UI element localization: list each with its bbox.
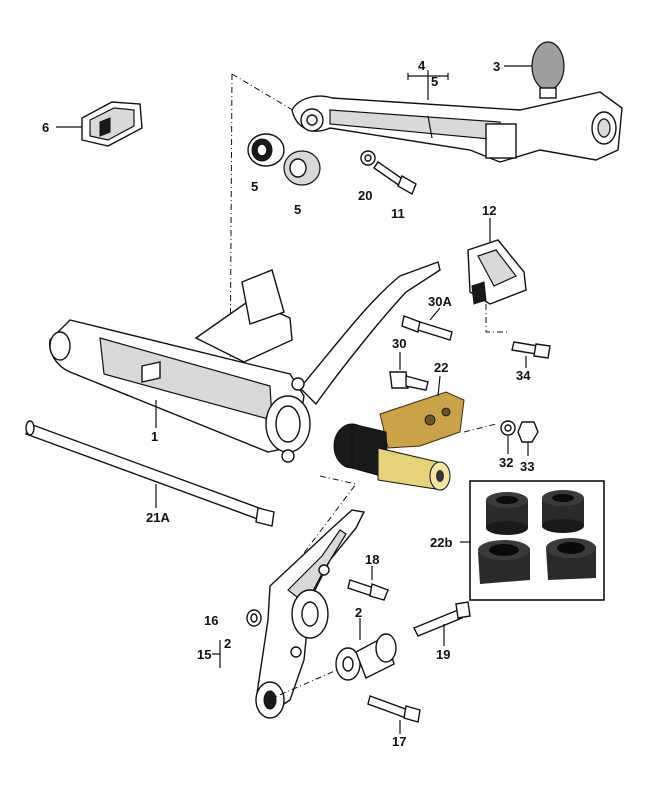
label-4: 4	[418, 58, 426, 73]
label-20: 20	[358, 188, 372, 203]
part-19-bolt	[413, 601, 471, 646]
part-4-upper-arm	[291, 91, 623, 163]
label-16: 16	[204, 613, 218, 628]
label-3: 3	[493, 59, 500, 74]
label-6: 6	[42, 120, 49, 135]
part-33-nut	[517, 421, 539, 456]
label-12: 12	[482, 203, 496, 218]
part-30a-bolt	[401, 307, 453, 341]
label-11: 11	[391, 206, 405, 221]
part-3-cap	[504, 41, 565, 99]
inset-bushing-4	[546, 538, 596, 580]
inset-22b-bushings	[460, 480, 605, 601]
label-34: 34	[516, 368, 531, 383]
part-21a-torsion-bar	[25, 420, 275, 527]
inset-bushing-3	[478, 540, 530, 584]
inset-bushing-2	[542, 490, 584, 533]
part-5-bushing-a	[247, 133, 285, 167]
label-2-lower: 2	[224, 636, 231, 651]
label-2-upper: 2	[355, 605, 362, 620]
bracket-15	[212, 640, 221, 668]
part-11-bolt	[373, 161, 417, 196]
label-5-top: 5	[431, 74, 438, 89]
label-32: 32	[499, 455, 513, 470]
part-17-bolt	[367, 695, 421, 734]
part-12-mount-bracket	[467, 218, 527, 333]
part-lower-spring-plate	[255, 509, 366, 719]
label-17: 17	[392, 734, 406, 749]
part-16-washer	[246, 609, 262, 627]
label-30: 30	[392, 336, 406, 351]
part-2-bushing	[335, 618, 397, 681]
label-22: 22	[434, 360, 448, 375]
label-30a: 30A	[428, 294, 452, 309]
part-34-bolt	[511, 341, 551, 368]
label-19: 19	[436, 647, 450, 662]
part-20-washer	[360, 150, 376, 166]
part-5-bushing-b	[283, 150, 321, 186]
bracket-4-5	[408, 70, 448, 100]
part-1-trailing-arm	[49, 261, 441, 463]
part-18-bolt	[347, 566, 389, 601]
part-22-bracket	[333, 375, 465, 491]
label-1: 1	[151, 429, 158, 444]
part-6-mount	[56, 101, 143, 147]
label-21a: 21A	[146, 510, 170, 525]
part-30-bolt	[389, 352, 429, 391]
label-5-b: 5	[294, 202, 301, 217]
label-5-a: 5	[251, 179, 258, 194]
inset-bushing-1	[486, 492, 528, 535]
label-22b: 22b	[430, 535, 452, 550]
label-33: 33	[520, 459, 534, 474]
label-18: 18	[365, 552, 379, 567]
label-15: 15	[197, 647, 211, 662]
part-32-washer	[500, 420, 516, 454]
